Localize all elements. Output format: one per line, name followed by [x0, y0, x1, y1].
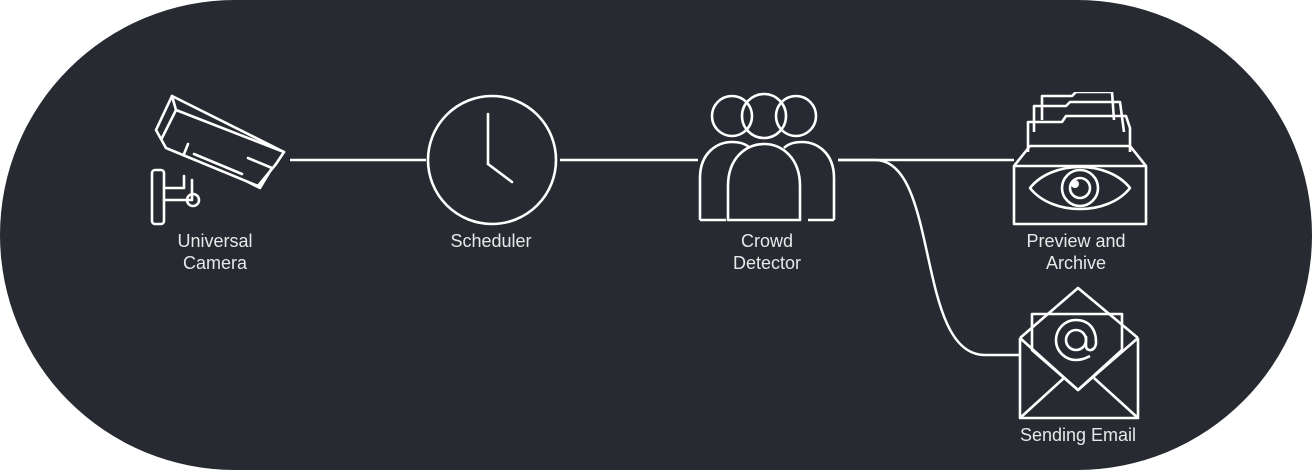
node-label-camera: Universal Camera — [177, 231, 253, 273]
security-camera-icon[interactable] — [148, 88, 290, 230]
node-label-crowd: Crowd Detector — [732, 231, 802, 273]
connection-crowd-email — [838, 158, 1020, 357]
email-envelope-icon[interactable] — [1018, 286, 1142, 422]
crowd-icon[interactable] — [696, 90, 838, 226]
archive-eye-icon[interactable] — [1012, 92, 1148, 228]
node-label-email: Sending Email — [1019, 425, 1137, 445]
clock-icon[interactable] — [424, 94, 560, 230]
node-label-scheduler: Scheduler — [450, 231, 532, 251]
node-label-preview: Preview and Archive — [1026, 231, 1126, 273]
